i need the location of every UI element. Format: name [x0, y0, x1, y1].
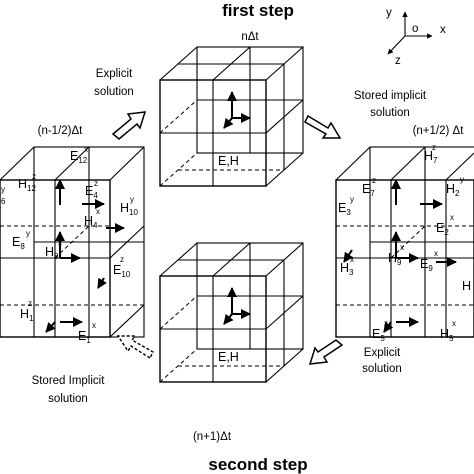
- label-e5-sup: z: [384, 319, 388, 328]
- arrow-explicit-bottom: [308, 339, 344, 365]
- caption-explicit-bottom-2: solution: [362, 363, 402, 375]
- second-step-title: second step: [208, 455, 307, 474]
- label-h7-sup: z: [432, 143, 436, 152]
- center-field-label-bottom: E,H: [218, 350, 239, 364]
- cube-right: (n+1/2) Δt H7 z E7 z H2 y E3 y E2 x H9: [335, 125, 474, 343]
- time-n-plus-one-label: (n+1)Δt: [193, 431, 232, 443]
- caption-stored-top-1: Stored implicit: [354, 90, 427, 102]
- label-h1: H1: [20, 307, 34, 323]
- caption-explicit-bottom-1: Explicit: [364, 347, 401, 359]
- label-h12: H12: [18, 177, 36, 193]
- label-h7: H7: [424, 149, 438, 165]
- label-h4: H4: [84, 214, 98, 230]
- axes-indicator: y o x z: [386, 7, 446, 67]
- y-axis-label: y: [386, 7, 392, 19]
- caption-explicit-top-2: solution: [94, 86, 134, 98]
- label-h5-sup: x: [452, 319, 456, 328]
- label-h1-sup: z: [28, 299, 32, 308]
- cube-bottom-center: E,H (n+1)Δt: [159, 242, 304, 443]
- label-e2: E2: [436, 221, 449, 237]
- label-e8: E8: [12, 235, 25, 251]
- first-step-title: first step: [222, 1, 294, 20]
- label-e2-sup: x: [450, 213, 454, 222]
- label-h5: H5: [440, 327, 454, 343]
- label-h8: H8: [45, 245, 59, 261]
- x-axis-label: x: [440, 24, 446, 36]
- label-h9-sup: x: [400, 243, 404, 252]
- label-e5: E5: [372, 327, 385, 343]
- label-h3: H3: [340, 261, 354, 277]
- label-h2-sup: y: [460, 175, 464, 184]
- caption-stored-bottom-1: Stored Implicit: [32, 375, 106, 387]
- label-e1-sup: x: [92, 321, 96, 330]
- arrow-stored-implicit-bottom: [116, 335, 154, 360]
- label-e9-sup: x: [434, 249, 438, 258]
- caption-explicit-top-1: Explicit: [96, 68, 133, 80]
- label-h12-sup: z: [32, 172, 36, 181]
- label-h3-sup: x: [350, 255, 354, 264]
- caption-stored-bottom-2: solution: [48, 393, 88, 405]
- origin-label: o: [412, 23, 418, 35]
- label-e1: E1: [78, 329, 91, 345]
- label-e12: E12: [70, 149, 88, 165]
- z-axis-arrow: [387, 35, 406, 55]
- z-axis-label: z: [395, 55, 401, 67]
- label-e3-sup: y: [350, 195, 354, 204]
- label-h2: H2: [446, 182, 460, 198]
- time-n-label: nΔt: [241, 31, 259, 43]
- center-field-label-top: E,H: [218, 154, 239, 168]
- time-n-minus-half-label: (n-1/2)Δt: [38, 125, 84, 137]
- label-e7: E7: [362, 182, 375, 198]
- label-e4: E4: [85, 184, 98, 200]
- label-h10: H10: [120, 201, 138, 217]
- label-h8-sup: x: [58, 238, 62, 247]
- cube-left: (n-1/2)Δt E12 x H12 z E4 z H10 y H4 x: [0, 125, 145, 345]
- label-edge-h: H: [462, 279, 471, 293]
- label-e12-sup: x: [84, 145, 88, 154]
- cube-top-center: nΔt E,H: [159, 31, 304, 187]
- label-e4-sup: z: [94, 179, 98, 188]
- caption-stored-top-2: solution: [370, 107, 410, 119]
- label-edge6-sub: 6: [1, 197, 6, 206]
- label-e9: E9: [420, 257, 433, 273]
- label-e10: E10: [113, 263, 131, 279]
- label-e10-sup: z: [120, 255, 124, 264]
- label-edge6-sup: y: [1, 185, 5, 194]
- label-h9: H9: [388, 251, 402, 267]
- label-e8-sup: y: [26, 229, 30, 238]
- label-e3: E3: [338, 201, 351, 217]
- label-h10-sup: y: [130, 195, 134, 204]
- label-h4-sup: x: [96, 207, 100, 216]
- arrow-stored-implicit-top: [304, 114, 342, 139]
- time-n-plus-half-label: (n+1/2) Δt: [413, 125, 465, 137]
- arrow-explicit-top: [111, 111, 147, 140]
- label-e7-sup: z: [372, 176, 376, 185]
